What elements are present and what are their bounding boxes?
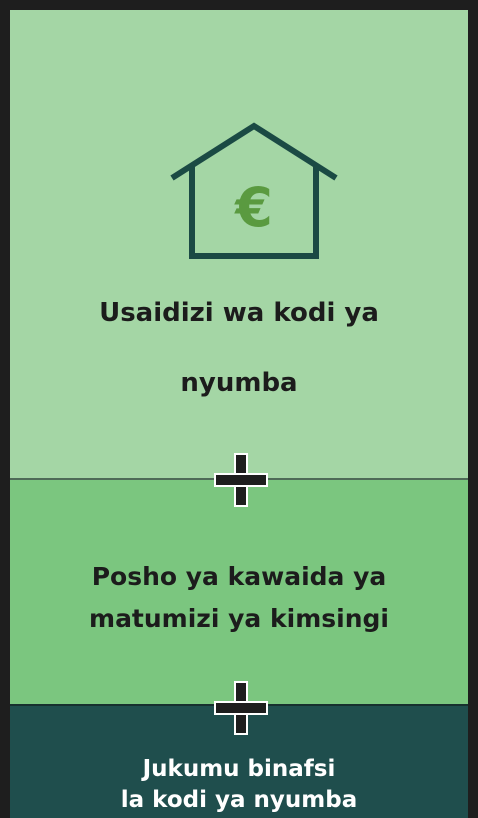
euro-symbol: €	[233, 176, 273, 239]
own-contribution-label-line2: la kodi ya nyumba	[120, 787, 358, 813]
house-euro-icon: €	[170, 122, 338, 259]
basic-allowance-section	[10, 478, 468, 704]
own-contribution-label-line1: Jukumu binafsi	[142, 756, 336, 782]
housing-allowance-label-line1: Usaidizi wa kodi ya	[99, 298, 379, 328]
plus-icon	[214, 453, 268, 507]
housing-allowance-section: € Usaidizi wa kodi ya nyumba	[10, 10, 468, 478]
basic-allowance-label-line2: matumizi ya kimsingi	[89, 604, 389, 633]
basic-allowance-label-line1: Posho ya kawaida ya	[91, 562, 387, 591]
housing-allowance-label-line2: nyumba	[180, 368, 298, 398]
plus-icon	[214, 681, 268, 735]
